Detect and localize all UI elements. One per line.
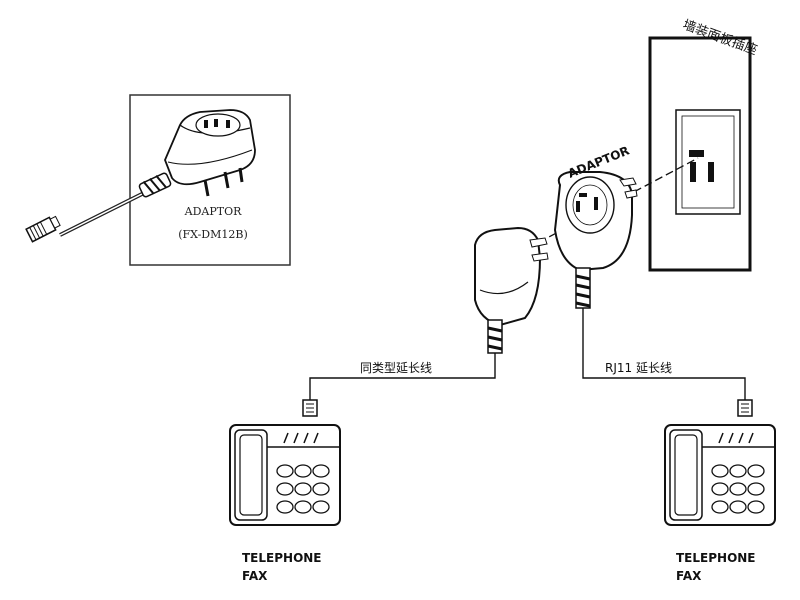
phone-right-label-line2: FAX	[676, 569, 702, 583]
cable-right-label: RJ11 延长线	[605, 361, 672, 375]
wall-socket-panel: 墙装面板插座	[648, 18, 759, 272]
cable-right	[582, 308, 746, 400]
cable-left-label: 同类型延长线	[360, 361, 432, 375]
inset-label-line2: (FX-DM12B)	[178, 228, 248, 241]
adaptor-socket	[553, 171, 638, 309]
telephone-left-icon	[229, 424, 341, 526]
cable-left	[309, 353, 496, 400]
inset-strain-relief	[138, 172, 172, 198]
inset-adaptor-body	[164, 109, 256, 197]
phone-left-label-line1: TELEPHONE	[242, 551, 322, 565]
inset-label-line1: ADAPTOR	[184, 205, 242, 218]
rj11-plug-icon	[25, 215, 61, 243]
phone-right-label-line1: TELEPHONE	[676, 551, 756, 565]
phone-left-label-line2: FAX	[242, 569, 268, 583]
rj11-connector-left-icon	[302, 399, 318, 417]
socket-holes	[689, 150, 714, 182]
adaptor-inset: ADAPTOR (FX-DM12B)	[25, 94, 291, 266]
extension-plug	[474, 226, 549, 354]
rj11-connector-right-icon	[737, 399, 753, 417]
telephone-right-icon	[664, 424, 776, 526]
inset-cable-inner	[59, 189, 151, 236]
